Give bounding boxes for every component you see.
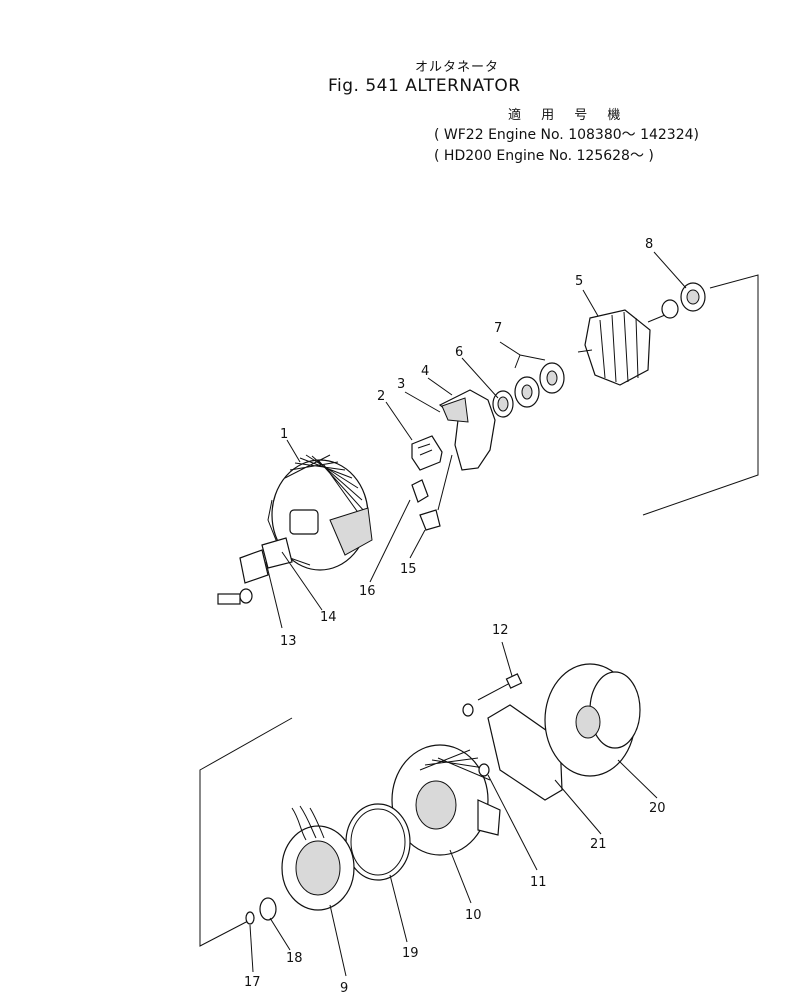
part-11-washer — [478, 763, 490, 777]
part-9-stator — [281, 805, 355, 911]
callout-15: 15 — [400, 562, 417, 577]
part-10-front-housing — [391, 744, 501, 856]
part-19-ring — [345, 803, 411, 881]
callout-12: 12 — [492, 623, 509, 638]
callout-2: 2 — [377, 389, 385, 404]
applicability-label: 適 用 号 機 — [508, 108, 629, 123]
callout-18: 18 — [286, 951, 303, 966]
part-18-bearing — [259, 897, 277, 921]
lower-assembly-bracket — [199, 717, 293, 947]
callout-11: 11 — [530, 875, 547, 890]
callout-3: 3 — [397, 377, 405, 392]
callout-20: 20 — [649, 801, 666, 816]
leader-lines — [249, 251, 687, 977]
part-13-14-plates — [217, 537, 293, 605]
callout-7: 7 — [494, 321, 502, 336]
upper-assembly-bracket — [642, 274, 759, 516]
callout-13: 13 — [280, 634, 297, 649]
part-2-brush-holder — [411, 435, 443, 471]
part-21-fan-cover — [487, 704, 563, 801]
callout-1: 1 — [280, 427, 288, 442]
callout-17: 17 — [244, 975, 261, 990]
callout-9: 9 — [340, 981, 348, 994]
japanese-title: オルタネータ — [415, 60, 500, 75]
callout-4: 4 — [421, 364, 429, 379]
part-17-snap-ring — [245, 911, 255, 925]
callout-5: 5 — [575, 274, 583, 289]
part-15-16-terminals — [411, 454, 453, 531]
applicability-line-wf22: ( WF22 Engine No. 108380～ 142324) — [434, 127, 699, 143]
callout-21: 21 — [590, 837, 607, 852]
part-12-through-bolt — [462, 673, 523, 717]
part-rotor-bearing — [661, 299, 679, 319]
callout-16: 16 — [359, 584, 376, 599]
part-7-spacers — [514, 362, 565, 408]
callout-6: 6 — [455, 345, 463, 360]
applicability-line-hd200: ( HD200 Engine No. 125628～ ) — [434, 148, 654, 164]
callout-19: 19 — [402, 946, 419, 961]
figure-title: Fig. 541 ALTERNATOR — [328, 76, 521, 96]
callout-14: 14 — [320, 610, 337, 625]
callout-8: 8 — [645, 237, 653, 252]
callout-10: 10 — [465, 908, 482, 923]
part-4-cover — [438, 389, 496, 471]
part-20-fan — [544, 663, 641, 777]
part-6-bearing — [492, 390, 514, 418]
part-1-rear-housing — [267, 454, 373, 571]
part-5-rotor — [577, 309, 666, 386]
part-8-bearing — [680, 282, 706, 312]
